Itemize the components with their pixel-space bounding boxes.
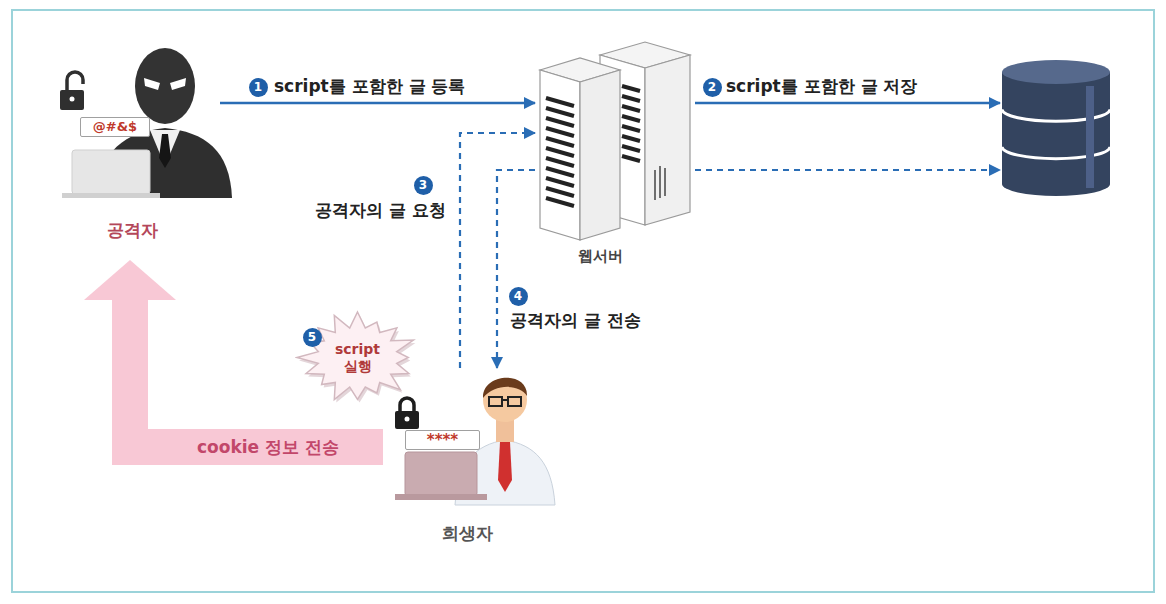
edge-label: 공격자의 글 전송 <box>508 310 643 330</box>
edge-label: script를 포함한 글 저장 <box>724 76 919 96</box>
victim-node: 희생자 **** <box>385 368 550 543</box>
password-box: **** <box>405 430 480 450</box>
node-label: 웹서버 <box>578 247 653 265</box>
callout-number: 2 <box>703 78 722 97</box>
callout-number: 1 <box>249 78 268 97</box>
edge-label: script를 포함한 글 등록 <box>272 76 467 96</box>
password-box: @#&$ <box>80 117 150 137</box>
node-label: 희생자 <box>442 523 493 543</box>
database-node <box>1000 58 1112 198</box>
flow-arrow <box>695 170 1000 171</box>
callout-number: 4 <box>509 287 528 306</box>
callout-number: 5 <box>303 328 322 347</box>
box-text: @#&$ <box>93 119 137 135</box>
server-illustration <box>540 42 690 240</box>
attacker-node: 공격자 @#&$ <box>45 40 220 240</box>
node-label: script 실행 <box>329 341 387 375</box>
flow-arrow <box>220 103 535 104</box>
node-label: 공격자 <box>107 220 158 240</box>
victim-illustration <box>395 378 555 505</box>
frame <box>12 10 1154 592</box>
flow-arrow <box>460 133 535 368</box>
box-text: **** <box>427 431 458 449</box>
flow-arrow <box>497 170 535 368</box>
script-burst: script 실행 <box>295 310 420 405</box>
attacker-illustration <box>60 48 232 198</box>
callout-number: 3 <box>414 176 433 195</box>
database-shape <box>1000 58 1112 198</box>
edge-label: 공격자의 글 요청 <box>313 200 448 220</box>
edge-label: cookie 정보 전송 <box>195 437 341 457</box>
web-server-node: 웹서버 <box>535 45 695 265</box>
flow-arrow <box>695 103 1000 104</box>
